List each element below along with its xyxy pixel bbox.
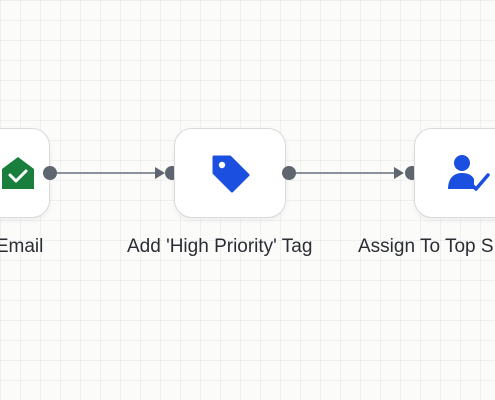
email-badge-icon <box>2 157 34 189</box>
edge-email-to-tag <box>57 172 157 174</box>
tag-icon <box>212 155 250 193</box>
node-email-output-port[interactable] <box>43 166 57 180</box>
node-label-add-tag: Add 'High Priority' Tag <box>127 236 313 257</box>
edge-arrowhead <box>155 167 165 179</box>
workflow-node-assign[interactable] <box>414 128 495 218</box>
workflow-node-email[interactable] <box>0 128 50 218</box>
node-label-email: e Email <box>0 236 44 257</box>
workflow-node-add-tag[interactable] <box>174 128 286 218</box>
node-tag-output-port[interactable] <box>282 166 296 180</box>
user-check-icon <box>448 155 490 191</box>
node-label-assign: Assign To Top S <box>358 236 494 257</box>
edge-tag-to-assign <box>296 172 396 174</box>
edge-arrowhead <box>394 167 404 179</box>
